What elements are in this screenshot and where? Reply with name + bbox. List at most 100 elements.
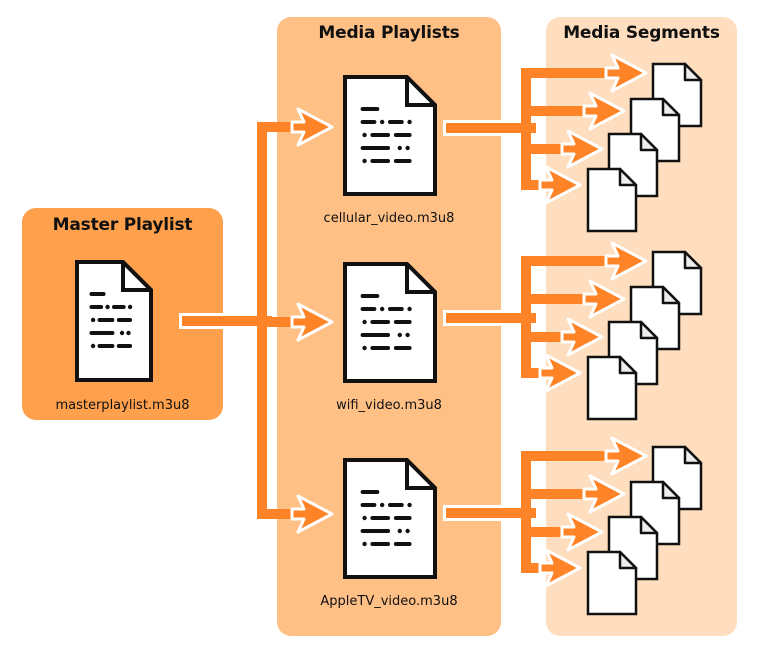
playlist-to-segments-arrows [443,53,648,205]
media-playlist-filename: cellular_video.m3u8 [323,211,455,226]
segments-branch [521,489,586,499]
media-playlist-filename: wifi_video.m3u8 [336,398,442,413]
document-text-dot [90,343,96,349]
document-text-dot [405,145,410,151]
document-text-dot [407,119,412,125]
document-text-dot [379,502,385,508]
media-playlists-title: Media Playlists [318,23,460,43]
playlist-to-segments-arrows [443,436,648,588]
segments-branch [521,368,542,378]
trunk-branch [257,317,302,327]
segments-branch [521,332,564,342]
trunk-branch [257,122,302,132]
segment-fold [639,320,659,340]
document-fold [121,262,151,292]
segments-branch [521,563,542,573]
arrow-head [582,91,626,131]
document-text-dot [405,528,410,534]
arrow-head [582,279,626,319]
arrow-head [538,548,582,588]
arrow-head [582,474,626,514]
arrow-head [560,512,604,552]
segment-fold [683,250,703,270]
document-text-dot [90,317,96,323]
segments-branch [521,527,564,537]
documents-layer [75,62,703,616]
document-fold [405,77,435,107]
media-segments-title: Media Segments [563,23,720,43]
document-text-dot [127,304,133,310]
document-text-dot [407,502,412,508]
segments-branch [521,294,586,304]
document-text-dot [397,332,402,338]
arrow-head [560,129,604,169]
document-body [343,458,437,579]
segment-fold [618,355,638,375]
media-playlist-filename: AppleTV_video.m3u8 [320,594,458,609]
segment-fold [661,97,681,117]
arrow-head [538,353,582,393]
document-text-dot [119,330,125,336]
document-text-dot [362,319,367,325]
playlist-stub [446,313,536,323]
document-text-dot [362,515,367,521]
master-playlist-filename: masterplaylist.m3u8 [55,398,190,413]
playlist-to-segments-arrows [443,241,648,393]
arrow-head [290,107,334,147]
arrow-head [538,165,582,205]
segment-fold [661,285,681,305]
arrow-head [604,53,648,93]
media-playlist-document-icon [343,458,437,579]
segments-branch [521,451,608,461]
segments-branch [521,144,564,154]
segment-fold [683,445,703,465]
segments-trunk [521,256,531,378]
document-text-dot [407,306,412,312]
document-text-dot [105,304,110,310]
document-text-dot [405,332,410,338]
segments-branch [521,256,608,266]
document-text-dot [126,330,131,336]
master-playlist-title: Master Playlist [52,215,193,235]
segment-fold [639,515,659,535]
arrows-layer [179,53,648,588]
master-playlist-document-icon [75,260,153,382]
document-text-dot [362,345,367,351]
document-text-dot [362,158,367,164]
document-text-dot [379,306,385,312]
segments-branch [521,180,542,190]
document-fold [405,264,435,294]
master-stub [182,316,272,326]
document-body [343,75,437,196]
media-playlist-document-icon [343,262,437,383]
arrow-head [290,302,334,342]
arrow-head [604,436,648,476]
document-fold [405,460,435,490]
arrow-head [604,241,648,281]
document-text-dot [379,119,385,125]
document-text-dot [362,541,367,547]
document-body [343,262,437,383]
segment-fold [683,62,703,82]
playlist-stub [446,508,536,518]
segment-fold [661,480,681,500]
segment-fold [618,550,638,570]
segment-file-icon [586,167,638,233]
master-to-playlists-arrows [179,107,334,534]
segments-branch [521,106,586,116]
arrow-head [560,317,604,357]
playlist-stub [446,123,536,133]
document-text-dot [397,528,402,534]
document-text-dot [397,145,402,151]
segment-file-icon [586,550,638,616]
segments-trunk [521,451,531,573]
segment-fold [639,132,659,152]
trunk-branch [257,509,302,519]
arrow-head [290,494,334,534]
document-text-dot [362,132,367,138]
segment-file-icon [586,355,638,421]
segments-branch [521,68,608,78]
media-playlist-document-icon [343,75,437,196]
segments-trunk [521,68,531,190]
